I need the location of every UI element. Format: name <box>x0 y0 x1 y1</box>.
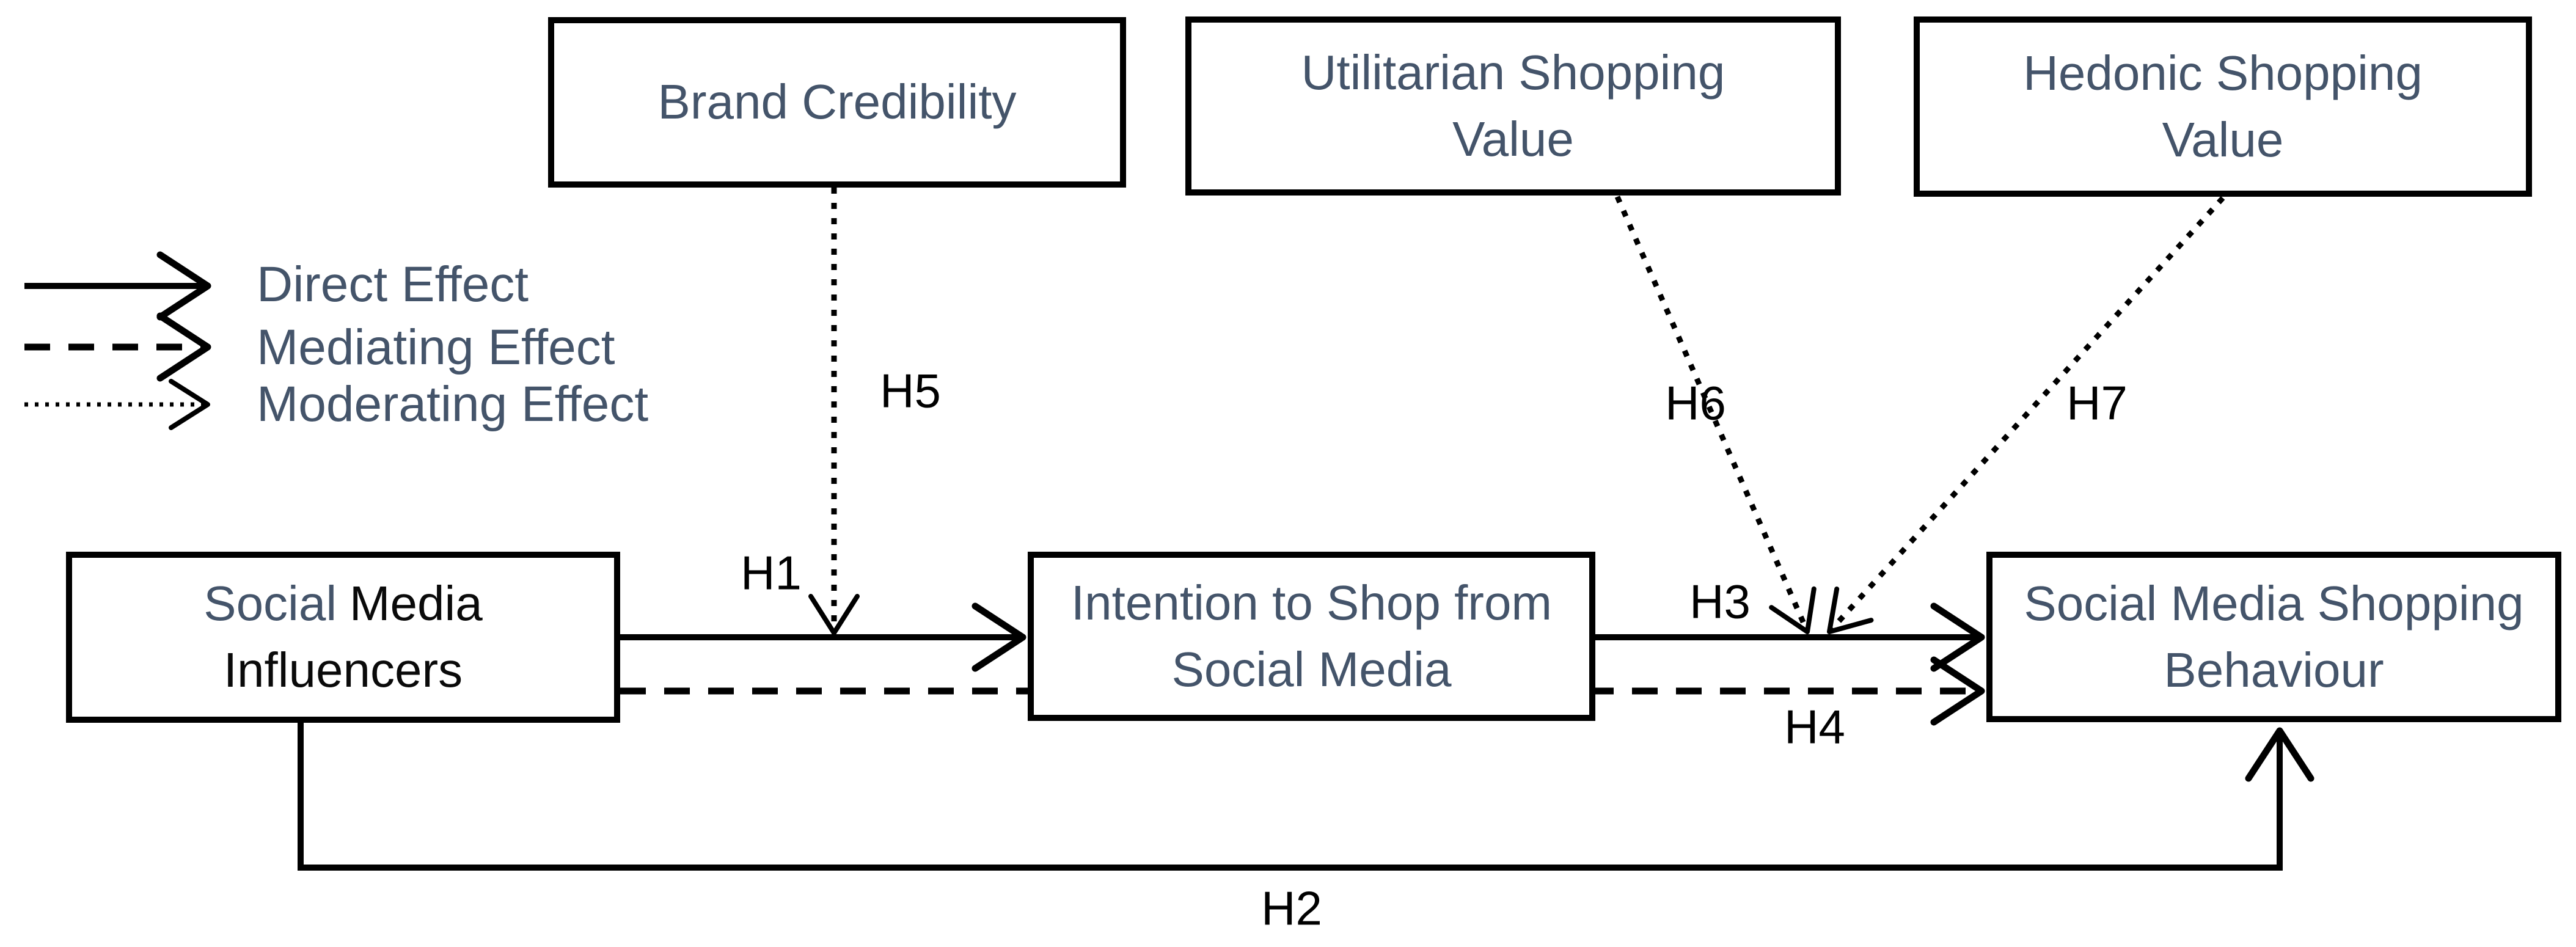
legend-item-moderating-effect: Moderating Effect <box>257 376 649 432</box>
label-h3: H3 <box>1689 574 1751 629</box>
label-h6: H6 <box>1665 376 1726 430</box>
h2-direct-arrow <box>298 723 2314 871</box>
legend-item-direct-effect: Direct Effect <box>257 257 529 312</box>
label-h4: H4 <box>1784 700 1845 754</box>
box-utilitarian-shopping-value: Utilitarian Shopping Value <box>1185 16 1841 196</box>
box-intention-line2: Social Media <box>1171 642 1452 697</box>
box-intention-to-shop: Intention to Shop from Social Media <box>1028 552 1595 721</box>
box-utilitarian-line1: Utilitarian Shopping <box>1301 45 1725 100</box>
box-hedonic-shopping-value: Hedonic Shopping Value <box>1914 16 2532 197</box>
h6-moderating-arrow <box>1614 196 1817 634</box>
box-influencers-line2: Influencers <box>223 643 463 697</box>
box-hedonic-line2: Value <box>2162 112 2284 167</box>
legend-item-mediating-effect: Mediating Effect <box>257 320 615 375</box>
label-h5: H5 <box>880 364 941 418</box>
box-hedonic-line1: Hedonic Shopping <box>2023 45 2423 100</box>
box-influencers-line1: Social Media <box>203 571 483 637</box>
box-social-media-shopping-behaviour: Social Media Shopping Behaviour <box>1986 552 2561 722</box>
box-brand-credibility-label: Brand Credibility <box>657 75 1017 130</box>
box-intention-line1: Intention to Shop from <box>1070 575 1553 630</box>
h7-moderating-arrow <box>1827 196 2225 634</box>
box-social-media-influencers: Social Media Influencers <box>66 552 620 723</box>
label-h7: H7 <box>2066 376 2128 430</box>
label-h1: H1 <box>741 546 802 600</box>
box-influencers-word-media: Media <box>349 576 483 631</box>
box-utilitarian-line2: Value <box>1452 111 1574 166</box>
box-behaviour-line1: Social Media Shopping <box>2024 576 2524 631</box>
box-influencers-word-social: Social <box>203 576 337 631</box>
label-h2: H2 <box>1261 881 1322 935</box>
box-brand-credibility: Brand Credibility <box>548 17 1126 188</box>
box-behaviour-line2: Behaviour <box>2164 642 2384 697</box>
